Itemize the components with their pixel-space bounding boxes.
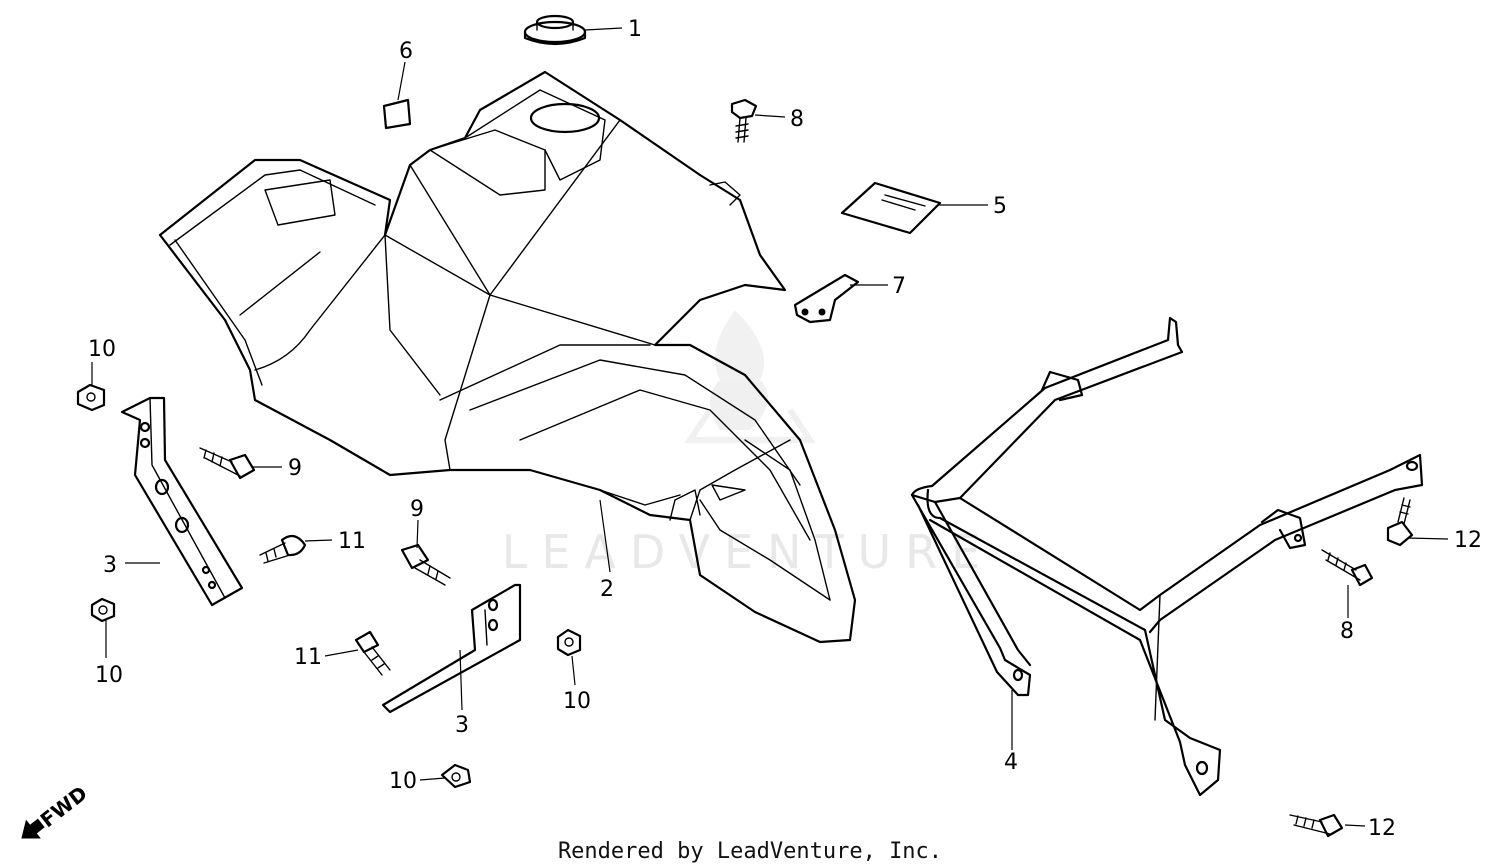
callout-3-left: 3 [103, 553, 117, 578]
fwd-arrow-icon [21, 818, 45, 839]
watermark: LEADVENTURE [502, 310, 995, 579]
callout-8-right: 8 [1340, 619, 1354, 644]
rubber-pad [382, 98, 412, 130]
callouts: 1 2 3 3 4 5 6 7 8 8 9 9 10 10 10 10 11 1… [88, 17, 1482, 841]
callout-4: 4 [1004, 750, 1018, 775]
fender-stay-right [381, 583, 522, 714]
screw-11-upper [259, 534, 307, 564]
callout-1: 1 [628, 17, 642, 42]
fender-stay-left [120, 396, 244, 607]
bolt-9-left [199, 447, 256, 480]
bolt-9-center [400, 543, 451, 586]
leader-lines [91, 27, 1449, 827]
clip-bracket [793, 273, 860, 324]
fwd-label: FWD [36, 781, 92, 832]
callout-12-right: 12 [1454, 528, 1482, 553]
callout-10-bottom: 10 [389, 769, 417, 794]
nut-10-top-left [76, 383, 106, 412]
nut-10-center [556, 628, 582, 657]
nut-10-bottom [440, 763, 472, 789]
bolt-12-bottom [1289, 813, 1344, 838]
fuel-cap [523, 14, 587, 46]
watermark-logo [684, 310, 816, 443]
bolt-8-right [1321, 549, 1374, 587]
callout-12-bottom: 12 [1368, 816, 1396, 841]
footer-credit: Rendered by LeadVenture, Inc. [558, 839, 942, 864]
screw-11-lower [354, 630, 391, 676]
front-fender [158, 70, 857, 644]
callout-8-top: 8 [790, 107, 804, 132]
caution-label [840, 181, 942, 235]
front-guard-pipe [910, 316, 1424, 797]
bolt-12-right [1386, 497, 1414, 547]
callout-7: 7 [892, 274, 906, 299]
callout-10-center: 10 [563, 689, 591, 714]
callout-3-lower: 3 [455, 713, 469, 738]
callout-10-top-left: 10 [88, 337, 116, 362]
nut-10-bottom-left [90, 597, 116, 623]
callout-11-upper: 11 [338, 529, 366, 554]
callout-5: 5 [993, 194, 1007, 219]
callout-10-bottom-left: 10 [95, 663, 123, 688]
callout-9-center: 9 [410, 497, 424, 522]
callout-2: 2 [600, 577, 614, 602]
callout-11-lower: 11 [294, 645, 322, 670]
watermark-text: LEADVENTURE [502, 525, 995, 579]
callout-6: 6 [399, 39, 413, 64]
bolt-8-top [730, 98, 758, 143]
callout-9-left: 9 [288, 456, 302, 481]
fwd-indicator: FWD [21, 781, 92, 839]
